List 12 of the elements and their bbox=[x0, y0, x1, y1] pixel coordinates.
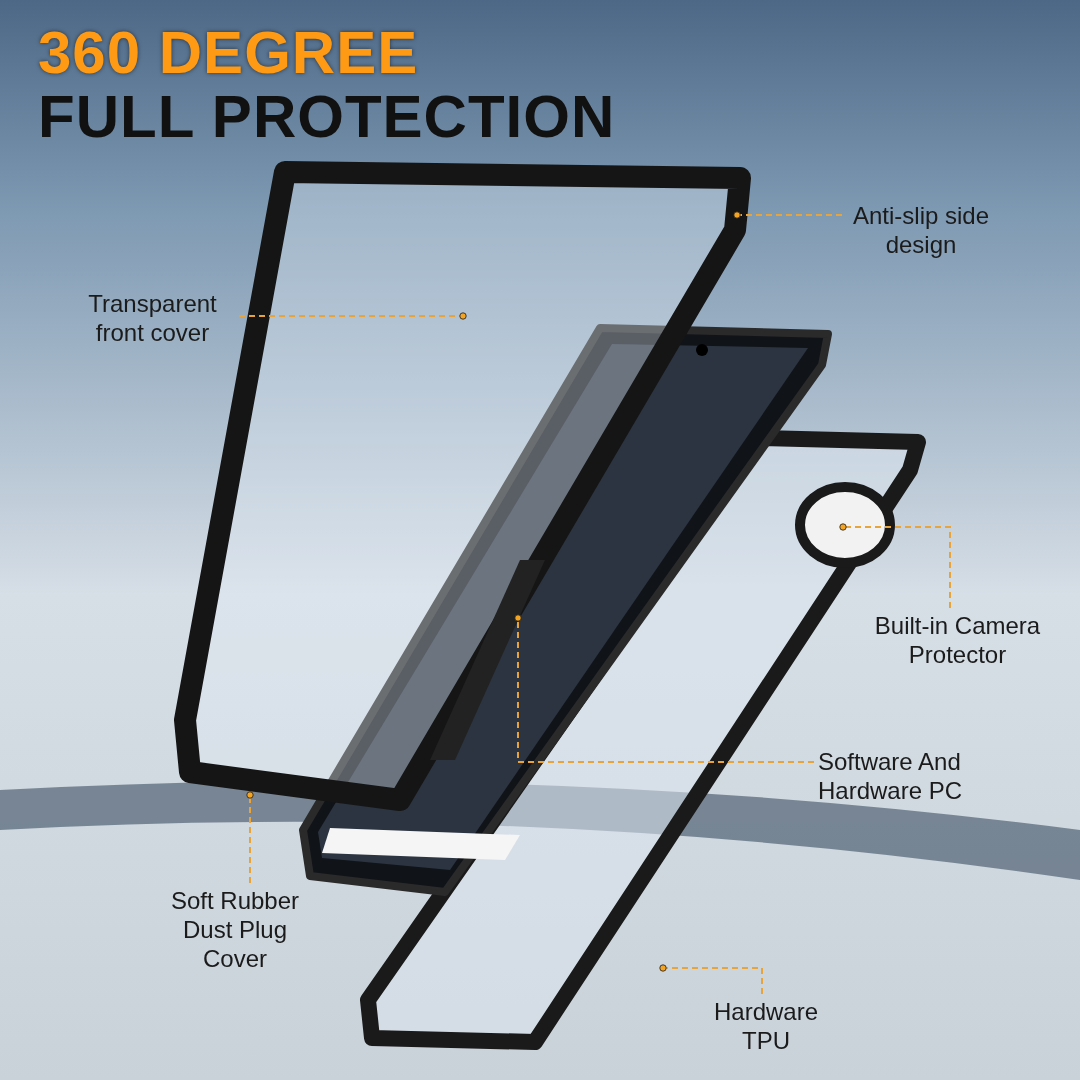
callout-label: Transparent front cover bbox=[70, 290, 235, 348]
callout-label: Built-in Camera Protector bbox=[850, 612, 1065, 670]
leader-line bbox=[514, 614, 815, 763]
leader-line bbox=[733, 211, 843, 219]
leader-line bbox=[246, 791, 254, 884]
leader-line bbox=[238, 312, 467, 320]
leader-line bbox=[839, 523, 951, 609]
leader-line bbox=[659, 964, 763, 995]
callout-label: Software And Hardware PC bbox=[818, 748, 993, 806]
callout-label: Hardware TPU bbox=[706, 998, 826, 1056]
callout-label: Soft Rubber Dust Plug Cover bbox=[160, 887, 310, 974]
callout-label: Anti-slip side design bbox=[846, 202, 996, 260]
